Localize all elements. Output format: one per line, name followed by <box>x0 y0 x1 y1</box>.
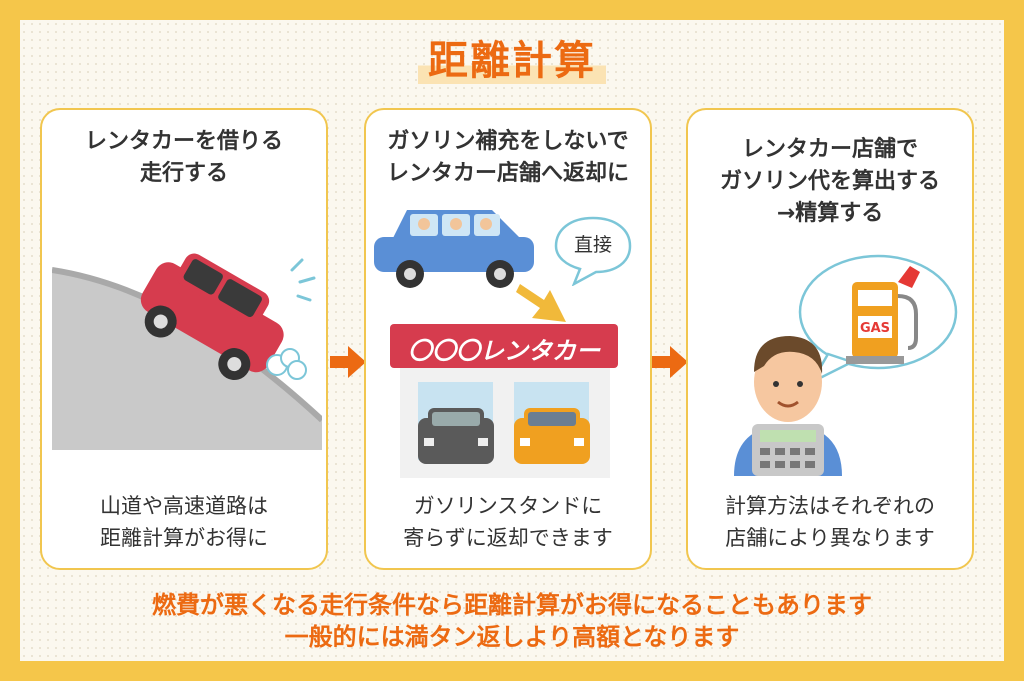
card3-head-line3: →精算する <box>776 201 884 226</box>
down-arrow-icon <box>516 284 566 322</box>
red-car-icon <box>140 253 284 381</box>
card1-head-line1: レンタカーを借りる <box>84 129 283 154</box>
orange-car-icon <box>514 408 590 464</box>
motion-lines-icon <box>290 258 316 302</box>
card-return-direct: ガソリン補充をしないで レンタカー店舗へ返却に 直接 〇〇〇レンタカー <box>364 108 652 570</box>
arrow-right-icon <box>652 346 688 378</box>
man-with-calculator-illustration <box>734 336 842 476</box>
card1-head-line2: 走行する <box>139 161 228 186</box>
card3-foot-line1: 計算方法はそれぞれの <box>725 494 935 518</box>
bottom-note-line2: 一般的には満タン返しより高額となります <box>284 623 740 651</box>
hill-car-illustration <box>52 253 322 450</box>
card1-foot-line1: 山道や高速道路は <box>100 494 268 518</box>
card-calculate: レンタカー店舗で ガソリン代を算出する →精算する GAS 計算方法はそれぞれの… <box>686 108 974 570</box>
shop-building-illustration <box>400 368 610 478</box>
card3-head-line1: レンタカー店舗で <box>741 137 918 162</box>
gray-car-icon <box>418 408 494 464</box>
shop-sign-text: 〇〇〇レンタカー <box>408 337 600 365</box>
page-title: 距離計算 <box>0 28 1024 86</box>
card2-head-line1: ガソリン補充をしないで <box>387 129 629 154</box>
bottom-note-line1: 燃費が悪くなる走行条件なら距離計算がお得になることもあります <box>152 591 872 619</box>
exhaust-cloud-icon <box>266 348 307 380</box>
shop-sign <box>390 324 618 368</box>
card2-foot-line2: 寄らずに返却できます <box>403 526 613 550</box>
card3-foot-line2: 店舗により異なります <box>725 526 935 550</box>
arrow-right-icon <box>330 346 366 378</box>
bubble-label: 直接 <box>573 234 612 256</box>
card1-foot-line2: 距離計算がお得に <box>100 526 268 550</box>
card-rent-drive: レンタカーを借りる 走行する 山道や高速道路は 距離計算がお得に <box>40 108 328 570</box>
gas-label: GAS <box>859 321 891 336</box>
title-text: 距離計算 <box>418 38 606 84</box>
card2-foot-line1: ガソリンスタンドに <box>413 494 603 518</box>
speech-bubble <box>554 216 632 286</box>
card3-head-line2: ガソリン代を算出する <box>719 169 940 194</box>
blue-car-icon <box>374 210 534 288</box>
card2-head-line2: レンタカー店舗へ返却に <box>386 161 629 186</box>
gas-pump-icon <box>846 266 920 364</box>
